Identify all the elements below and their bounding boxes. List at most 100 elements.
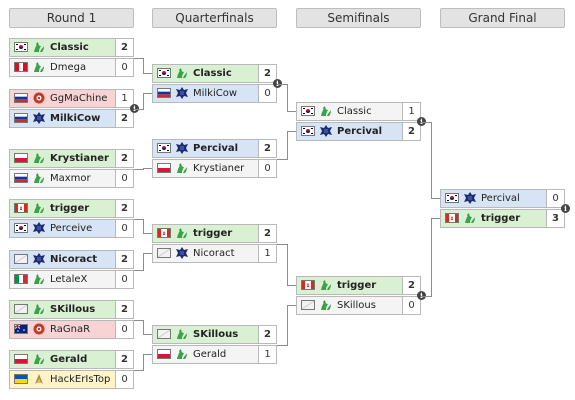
- flag-blank-icon: [14, 304, 28, 314]
- race-zerg-icon: [32, 302, 46, 316]
- bracket-connector: [431, 218, 432, 297]
- bracket-connector: [134, 58, 143, 59]
- bracket-connector: [431, 198, 440, 199]
- player-score: 0: [115, 271, 133, 288]
- match-info-icon[interactable]: i: [561, 204, 570, 213]
- player-score: 2: [115, 110, 133, 127]
- player-score: 0: [258, 160, 276, 177]
- player-slot[interactable]: Dmega 0: [9, 58, 134, 77]
- bracket-connector: [277, 84, 287, 85]
- race-zerg-icon: [32, 201, 46, 215]
- race-terran-icon: [175, 246, 189, 260]
- match-info-icon[interactable]: i: [130, 104, 139, 113]
- player-name: MilkiCow: [193, 88, 238, 99]
- player-name: Percival: [337, 126, 383, 137]
- flag-ua-icon: [14, 374, 28, 384]
- bracket-connector: [134, 219, 143, 220]
- bracket-connector: [143, 73, 152, 74]
- race-zerg-icon: [175, 327, 189, 341]
- player-score: 2: [115, 200, 133, 217]
- flag-ru-icon: [157, 88, 171, 98]
- flag-it-icon: [14, 274, 28, 284]
- race-zerg-icon: [175, 66, 189, 80]
- player-score: 1: [115, 90, 133, 107]
- bracket-connector: [287, 131, 296, 132]
- bracket-connector: [143, 168, 152, 169]
- player-name: trigger: [193, 228, 233, 239]
- bracket-connector: [143, 93, 152, 94]
- bracket-connector: [143, 168, 144, 170]
- round-header-grand-final: Grand Final: [440, 8, 565, 28]
- flag-pl-icon: [14, 354, 28, 364]
- flag-kr-icon: [157, 68, 171, 78]
- match-info-icon[interactable]: i: [417, 291, 426, 300]
- race-zerg-icon: [32, 171, 46, 185]
- player-name: Classic: [193, 68, 232, 79]
- player-score: 0: [546, 190, 564, 207]
- bracket-connector: [431, 122, 432, 199]
- flag-pe-icon: [14, 62, 28, 72]
- match-info-icon[interactable]: i: [273, 79, 282, 88]
- bracket-connector: [287, 285, 296, 286]
- bracket-connector: [277, 159, 287, 160]
- player-slot[interactable]: Gerald 2: [9, 350, 134, 369]
- bracket-connector: [134, 320, 143, 321]
- player-slot[interactable]: Percival 0: [440, 189, 565, 208]
- flag-kr-icon: [157, 143, 171, 153]
- bracket-connector: [287, 244, 288, 286]
- bracket-connector: [134, 169, 143, 170]
- round-header-quarterfinals: Quarterfinals: [152, 8, 277, 28]
- player-score: 2: [402, 277, 420, 294]
- player-name: Percival: [481, 193, 520, 204]
- bracket-connector: [287, 305, 288, 346]
- player-slot[interactable]: Classic 2: [152, 64, 277, 83]
- player-score: 2: [115, 351, 133, 368]
- player-score: 0: [115, 59, 133, 76]
- race-zerg-icon: [32, 151, 46, 165]
- race-protoss-icon: [32, 372, 46, 386]
- player-name: SKillous: [193, 329, 239, 340]
- player-name: Gerald: [50, 354, 88, 365]
- flag-kr-icon: [301, 126, 315, 136]
- match-info-icon[interactable]: i: [417, 117, 426, 126]
- race-zerg-icon: [32, 272, 46, 286]
- race-terran-icon: [32, 252, 46, 266]
- player-name: Dmega: [50, 62, 87, 73]
- race-zerg-icon: [319, 104, 333, 118]
- player-score: 2: [258, 140, 276, 157]
- race-terran-icon: [463, 191, 477, 205]
- player-name: SKillous: [50, 304, 96, 315]
- race-zerg-icon: [32, 352, 46, 366]
- bracket-connector: [421, 122, 431, 123]
- race-zerg-icon: [463, 211, 477, 225]
- bracket-connector: [143, 58, 144, 74]
- player-score: 2: [258, 65, 276, 82]
- player-score: 0: [115, 321, 133, 338]
- round-header-round1: Round 1: [9, 8, 134, 28]
- bracket-connector: [134, 370, 143, 371]
